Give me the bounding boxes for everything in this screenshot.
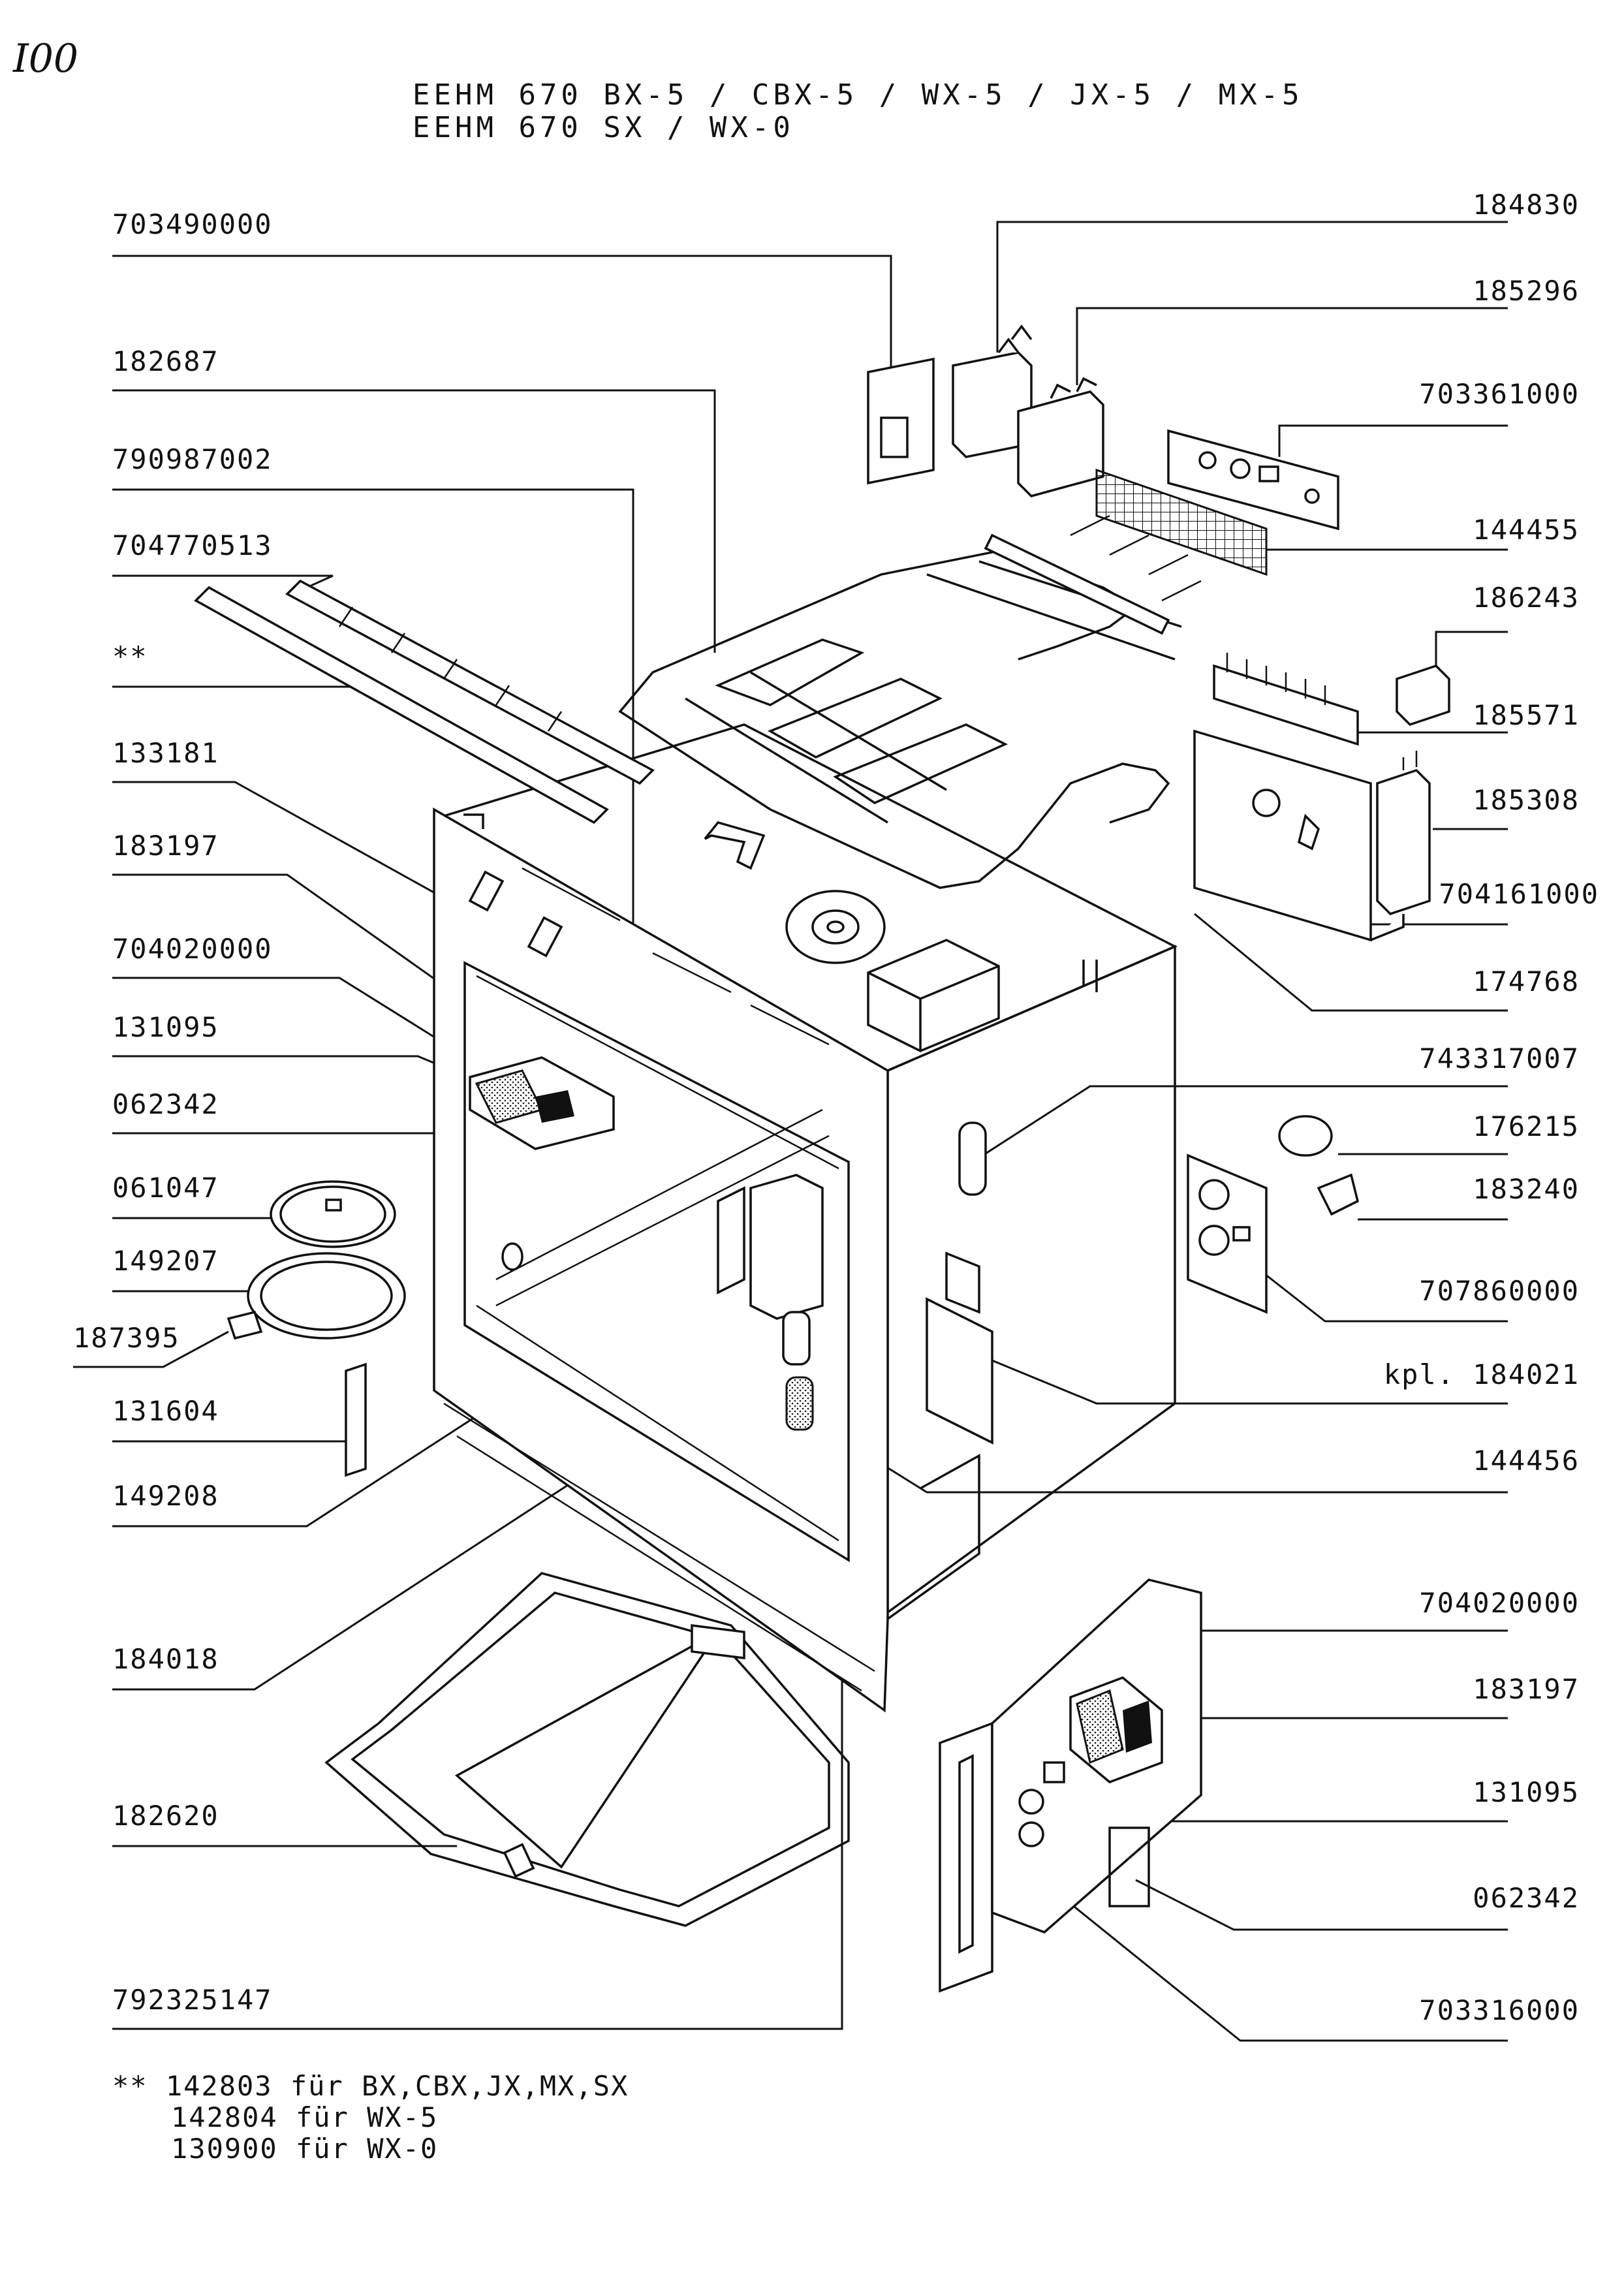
header-line-1: EEHM 670 BX-5 / CBX-5 / WX-5 / JX-5 / MX… [413, 78, 1304, 112]
label-704020000-right: 704020000 [1419, 1587, 1580, 1619]
label-131095-right: 131095 [1473, 1776, 1580, 1808]
label-790987002: 790987002 [112, 443, 273, 475]
label-183240: 183240 [1473, 1173, 1580, 1205]
label-704770513: 704770513 [112, 529, 273, 561]
footnote: ** 142803 für BX,CBX,JX,MX,SX 142804 für… [112, 2070, 629, 2165]
plate-and-mesh [1095, 429, 1339, 576]
left-leader-lines [73, 255, 892, 2030]
label-133181: 133181 [112, 737, 219, 769]
relays [867, 324, 1104, 497]
label-149208: 149208 [112, 1480, 219, 1512]
label-707860000: 707860000 [1419, 1275, 1580, 1307]
handwritten-mark: I00 [12, 36, 78, 82]
label-double-star: ** [112, 640, 148, 672]
right-side-components [926, 1115, 1360, 1445]
label-131604: 131604 [112, 1395, 219, 1427]
header-line-2: EEHM 670 SX / WX-0 [413, 111, 794, 144]
label-743317007: 743317007 [1419, 1042, 1580, 1074]
label-185308: 185308 [1473, 784, 1580, 816]
right-leader-lines [815, 221, 1508, 2042]
label-182620: 182620 [112, 1800, 219, 1832]
label-131095-left: 131095 [112, 1011, 219, 1043]
label-183197-left: 183197 [112, 830, 219, 862]
label-185571: 185571 [1473, 699, 1580, 731]
left-callouts: 703490000 182687 790987002 704770513 ** … [73, 208, 273, 2016]
top-heating-element [618, 514, 1202, 889]
label-kpl-184021: kpl. 184021 [1384, 1358, 1580, 1390]
label-184830: 184830 [1473, 189, 1580, 221]
label-704020000-left: 704020000 [112, 933, 273, 965]
label-176215: 176215 [1473, 1110, 1580, 1142]
footnote-line-3: 130900 für WX-0 [171, 2133, 438, 2165]
label-182687: 182687 [112, 345, 219, 377]
label-703361000: 703361000 [1419, 378, 1580, 410]
label-703490000: 703490000 [112, 208, 273, 240]
right-callouts: 184830 185296 703361000 144455 186243 18… [1384, 189, 1599, 2026]
label-187395: 187395 [73, 1322, 180, 1354]
label-144455: 144455 [1473, 514, 1580, 546]
label-185296: 185296 [1473, 275, 1580, 307]
left-components [194, 579, 824, 1477]
lower-heating-element [324, 1572, 850, 1927]
label-174768: 174768 [1473, 965, 1580, 997]
label-792325147: 792325147 [112, 1984, 273, 2016]
label-184018: 184018 [112, 1643, 219, 1675]
label-704161000: 704161000 [1439, 878, 1599, 910]
bracket-and-capacitor [1193, 729, 1431, 942]
label-183197-right: 183197 [1473, 1673, 1580, 1705]
label-144456: 144456 [1473, 1445, 1580, 1477]
label-062342-right: 062342 [1473, 1882, 1580, 1914]
footnote-line-1: ** 142803 für BX,CBX,JX,MX,SX [112, 2070, 629, 2102]
label-062342-left: 062342 [112, 1088, 219, 1120]
footnote-line-2: 142804 für WX-5 [171, 2101, 438, 2133]
label-149207: 149207 [112, 1245, 219, 1277]
rear-panel-assembly [939, 1578, 1202, 1993]
label-186243: 186243 [1473, 582, 1580, 614]
label-703316000: 703316000 [1419, 1994, 1580, 2026]
oven-cabinet [433, 723, 1178, 1713]
terminal-block [1213, 653, 1450, 746]
label-061047: 061047 [112, 1172, 219, 1204]
